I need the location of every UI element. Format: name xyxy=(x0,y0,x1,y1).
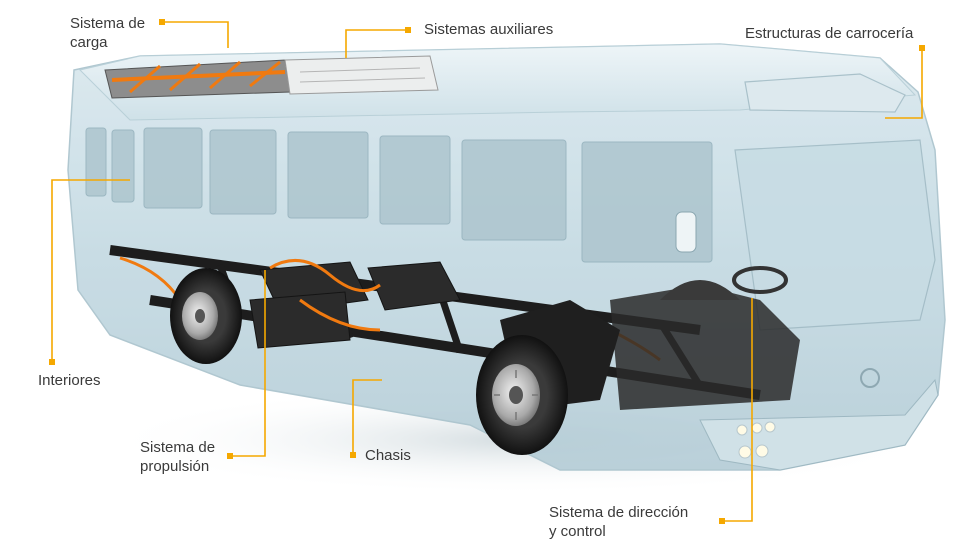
label-interiors: Interiores xyxy=(38,371,101,390)
label-charging-line1: Sistema de xyxy=(70,15,146,32)
label-auxiliary-line1: Sistemas auxiliares xyxy=(424,21,554,38)
label-propulsion-system: Sistema de propulsión xyxy=(140,438,215,476)
headlights xyxy=(736,421,776,459)
battery-packs xyxy=(249,261,461,349)
label-propulsion-line2: propulsión xyxy=(140,458,210,475)
label-steering-control: Sistema de dirección y control xyxy=(549,503,688,541)
label-steering-line1: Sistema de dirección xyxy=(549,504,689,521)
leader-markers xyxy=(49,19,925,524)
auxiliary-units xyxy=(284,55,439,95)
roof-fairing xyxy=(744,73,906,113)
label-charging-system: Sistema de carga xyxy=(70,14,145,52)
label-body-structures: Estructuras de carrocería xyxy=(745,24,913,43)
label-chassis: Chasis xyxy=(365,446,411,465)
label-charging-line2: carga xyxy=(70,34,108,51)
leader-lines xyxy=(51,21,923,522)
charging-unit xyxy=(104,59,291,99)
label-interiors-line1: Interiores xyxy=(38,372,101,389)
rear-wheel xyxy=(170,268,242,364)
brand-emblem xyxy=(860,368,880,388)
label-body-line1: Estructuras de carrocería xyxy=(745,25,914,42)
windscreen xyxy=(734,139,936,331)
label-chassis-line1: Chasis xyxy=(365,447,411,464)
front-wheel xyxy=(476,335,568,455)
side-mirror xyxy=(675,211,697,253)
label-auxiliary-systems: Sistemas auxiliares xyxy=(424,20,553,39)
label-propulsion-line1: Sistema de xyxy=(140,439,216,456)
label-steering-line2: y control xyxy=(549,523,606,540)
